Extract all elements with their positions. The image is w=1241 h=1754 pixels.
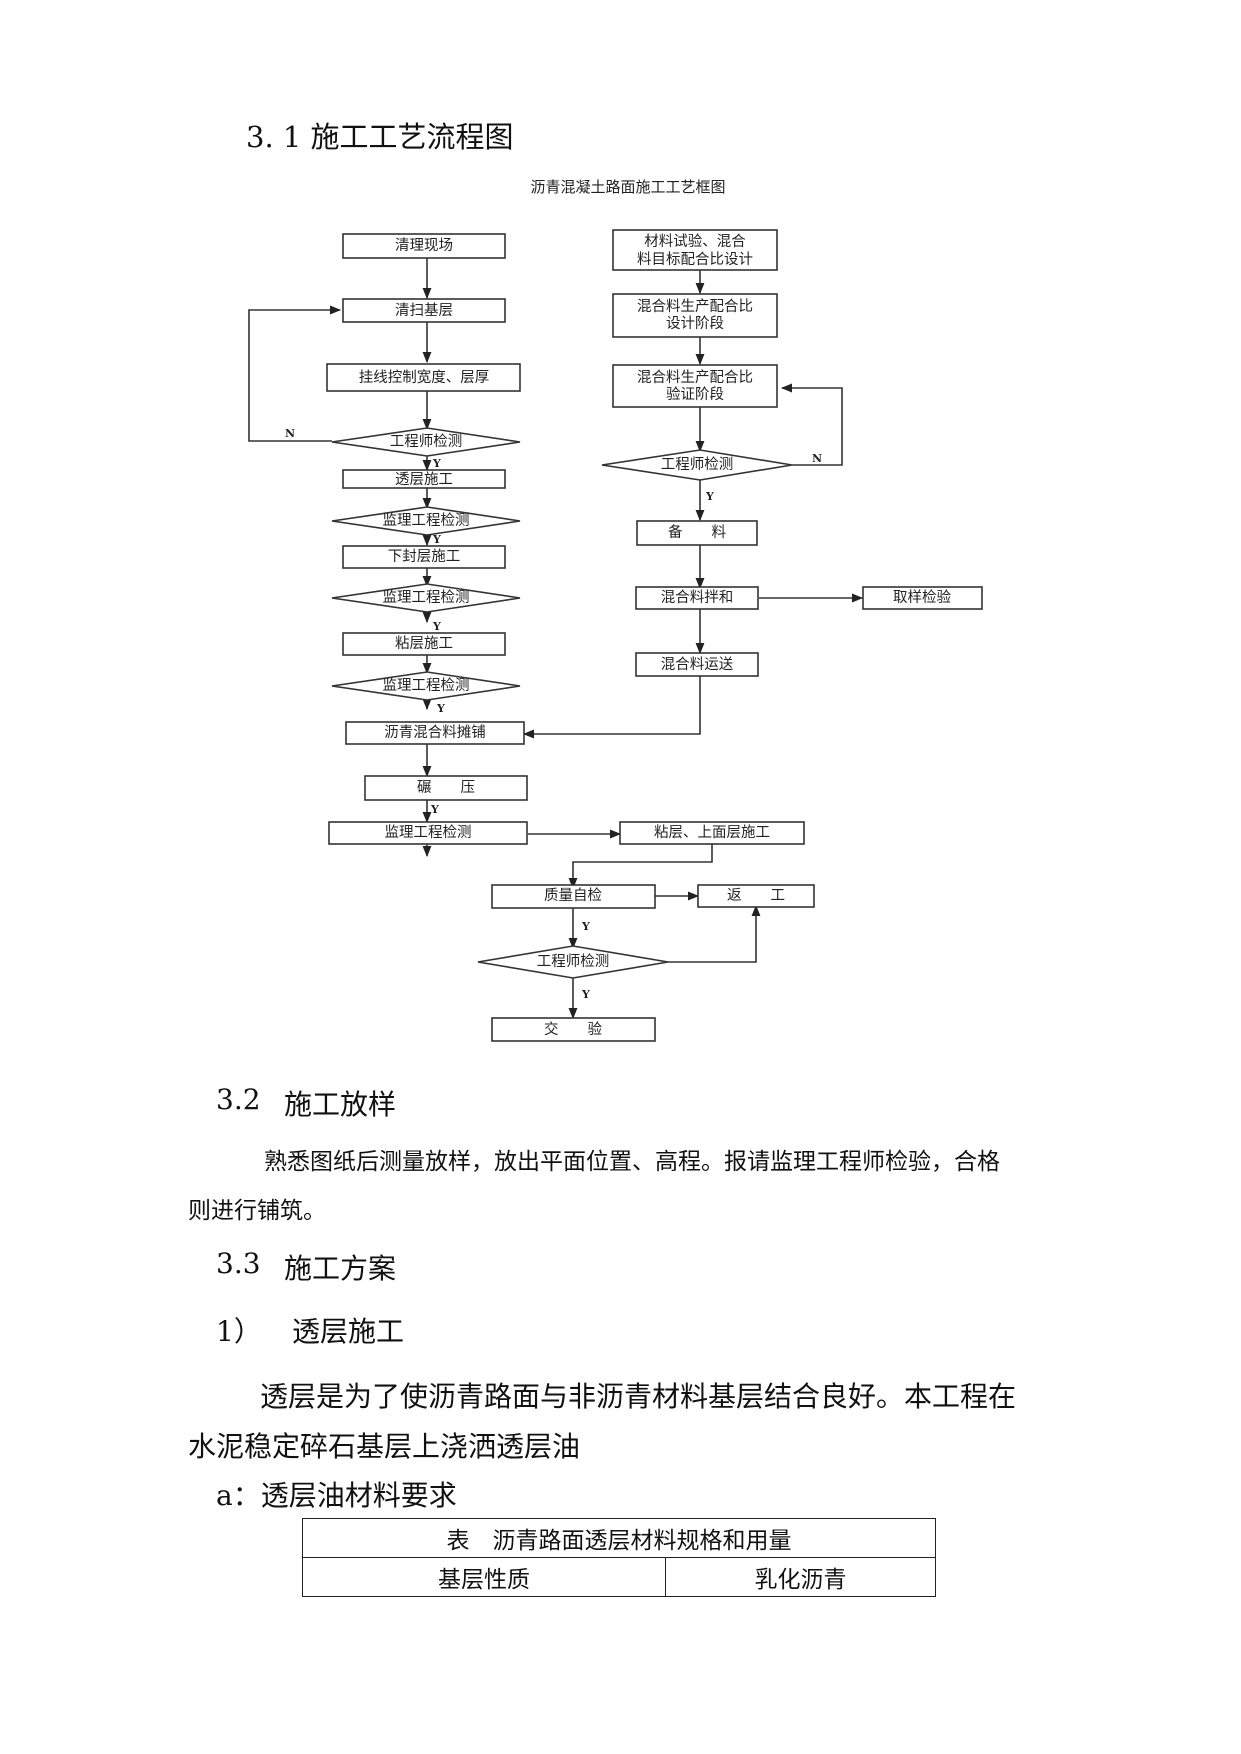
- box-handover: 交 验: [544, 1020, 602, 1038]
- section-heading-3-3-number: 3.3: [216, 1247, 261, 1280]
- box-tack-coat: 粘层施工: [395, 635, 453, 652]
- box-production-design-line2: 设计阶段: [666, 315, 724, 332]
- prime-coat-spec-table: 表 沥青路面透层材料规格和用量 基层性质 乳化沥青: [302, 1518, 936, 1597]
- box-transport: 混合料运送: [661, 656, 734, 673]
- box-hang-line: 挂线控制宽度、层厚: [359, 369, 490, 386]
- box-rolling: 碾 压: [417, 779, 475, 796]
- section-heading-3-2-number: 3.2: [216, 1083, 261, 1116]
- table-header-emulsified-asphalt: 乳化沥青: [665, 1557, 936, 1597]
- box-production-verify-line1: 混合料生产配合比: [637, 369, 753, 386]
- paragraph-1-line-2: 则进行铺筑。: [188, 1198, 326, 1224]
- paragraph-1-line-1: 熟悉图纸后测量放样，放出平面位置、高程。报请监理工程师检验，合格: [264, 1149, 1000, 1175]
- item-1-number: 1）: [216, 1315, 262, 1348]
- label-yes-5: Y: [430, 803, 439, 816]
- label-no-2: N: [812, 452, 822, 465]
- box-sampling: 取样检验: [893, 589, 951, 606]
- box-material-test-line2: 料目标配合比设计: [637, 251, 753, 268]
- box-sweep-base: 清扫基层: [395, 302, 453, 319]
- box-production-verify-line2: 验证阶段: [666, 386, 724, 403]
- table-header-base-type: 基层性质: [302, 1557, 666, 1597]
- box-clear-site: 清理现场: [395, 237, 453, 254]
- box-asphalt-paving: 沥青混合料摊铺: [384, 724, 486, 741]
- paragraph-2-line-2: 水泥稳定碎石基层上浇洒透层油: [188, 1430, 581, 1463]
- label-yes-7: Y: [581, 920, 590, 933]
- diamond-engineer-check-2: 工程师检测: [661, 456, 734, 473]
- section-heading-3-2-title: 施工放样: [284, 1088, 397, 1121]
- box-stock: 备 料: [668, 524, 726, 541]
- flowchart-title: 沥青混凝土路面施工工艺框图: [530, 178, 725, 196]
- box-material-test-line1: 材料试验、混合: [644, 233, 746, 250]
- label-no-1: N: [285, 427, 295, 440]
- section-heading-3-1: 3. 1 施工工艺流程图: [246, 120, 514, 154]
- label-yes-1: Y: [432, 457, 441, 470]
- box-quality-self-check: 质量自检: [544, 887, 602, 904]
- label-yes-4: Y: [436, 702, 445, 715]
- flowchart: 沥青混凝土路面施工工艺框图 清理现场 清扫基层 挂线控制宽度、层厚 工程师检测 …: [248, 178, 983, 1042]
- label-yes-8: Y: [581, 988, 590, 1001]
- label-yes-2: Y: [432, 533, 441, 546]
- diamond-engineer-check-1: 工程师检测: [390, 433, 463, 450]
- paragraph-2-line-1: 透层是为了使沥青路面与非沥青材料基层结合良好。本工程在: [260, 1380, 1017, 1413]
- table-caption: 表 沥青路面透层材料规格和用量: [302, 1518, 936, 1558]
- box-prime-coat: 透层施工: [395, 471, 453, 488]
- diamond-engineer-check-3: 工程师检测: [537, 953, 610, 970]
- item-1-title: 透层施工: [292, 1315, 405, 1348]
- box-production-design-line1: 混合料生产配合比: [637, 298, 753, 315]
- section-heading-3-3-title: 施工方案: [284, 1252, 397, 1285]
- diamond-supervisor-check-3: 监理工程检测: [383, 677, 470, 694]
- box-tack-upper-layer: 粘层、上面层施工: [654, 824, 770, 841]
- box-supervisor-check-4: 监理工程检测: [385, 824, 472, 841]
- label-yes-6: Y: [705, 490, 714, 503]
- subheading-a: a：透层油材料要求: [216, 1479, 457, 1512]
- box-mixing: 混合料拌和: [661, 589, 734, 606]
- label-yes-3: Y: [432, 620, 441, 633]
- diamond-supervisor-check-2: 监理工程检测: [383, 589, 470, 606]
- diamond-supervisor-check-1: 监理工程检测: [383, 512, 470, 529]
- box-lower-seal: 下封层施工: [388, 548, 461, 565]
- box-rework: 返 工: [727, 887, 785, 904]
